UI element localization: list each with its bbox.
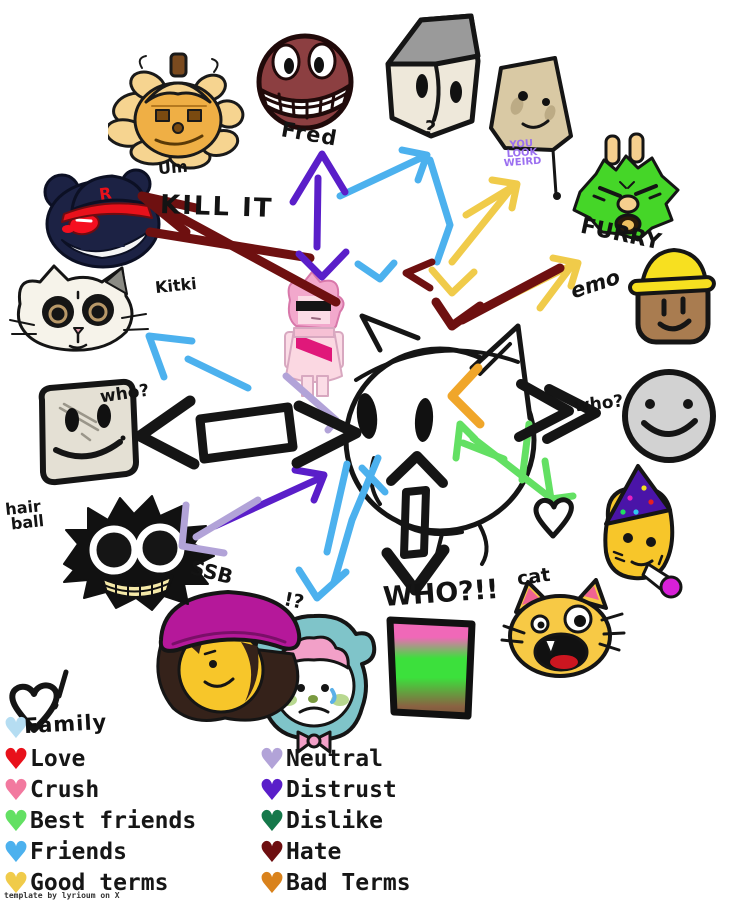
cat-character	[500, 578, 626, 678]
legend-row-love: ♥ Love	[2, 743, 196, 774]
legend-right-column: ♥ Neutral ♥ Distrust ♥ Dislike ♥ Hate ♥ …	[258, 743, 411, 898]
who-flag	[386, 616, 476, 720]
who-gray-circle-character	[622, 369, 716, 463]
dislike-heart-icon: ♥	[259, 803, 285, 838]
legend-row-friends: ♥ Friends	[2, 836, 196, 867]
neutral-heart-icon: ♥	[259, 741, 285, 776]
legend-row-neutral: ♥ Neutral	[258, 743, 411, 774]
legend-left-column: ♥ Family ♥ Love ♥ Crush ♥ Best friends ♥…	[2, 709, 196, 898]
party-character	[603, 464, 683, 599]
legend-label-good-terms: Good terms	[30, 869, 169, 896]
killit-bear-character: R	[43, 168, 161, 269]
legend-row-best-friends: ♥ Best friends	[2, 805, 196, 836]
label-emo: emo	[567, 264, 624, 304]
label-kitki: Kitki	[154, 273, 198, 298]
legend-label-distrust: Distrust	[286, 776, 397, 803]
emo-hardhat-character	[628, 248, 716, 345]
furry-dragon-character	[572, 132, 680, 242]
crush-heart-icon: ♥	[3, 772, 29, 807]
legend-label-dislike: Dislike	[286, 807, 383, 834]
legend-label-bad-terms: Bad Terms	[286, 869, 411, 896]
pink-doll-character	[284, 271, 345, 397]
legend-label-friends: Friends	[30, 838, 127, 865]
legend-row-distrust: ♥ Distrust	[258, 774, 411, 805]
legend-row-crush: ♥ Crush	[2, 774, 196, 805]
good-terms-heart-icon: ♥	[3, 865, 29, 900]
bluebear-character	[253, 613, 377, 754]
label-killit: KILL IT	[159, 190, 274, 224]
question-character	[385, 13, 481, 139]
legend-label-crush: Crush	[30, 776, 100, 803]
bad-terms-heart-icon: ♥	[259, 865, 285, 900]
hairball-character	[63, 495, 215, 611]
ssb-character	[156, 590, 302, 722]
legend-label-love: Love	[30, 745, 86, 772]
legend-row-dislike: ♥ Dislike	[258, 805, 411, 836]
label-who-flag: WHO?!!	[382, 574, 500, 613]
hate-heart-icon: ♥	[259, 834, 285, 869]
label-who-right: who?	[573, 391, 625, 417]
exclaim-sketch-icon	[52, 669, 69, 710]
legend-label-family: Family	[23, 709, 108, 738]
cap-letter: R	[98, 183, 113, 204]
center-sketch-character	[343, 313, 537, 568]
template-credit: template by lyrioum on X	[4, 891, 120, 900]
legend-row-hate: ♥ Hate	[258, 836, 411, 867]
legend-row-family: ♥ Family	[2, 709, 196, 743]
legend-row-good-terms: ♥ Good terms	[2, 867, 196, 898]
legend-label-neutral: Neutral	[286, 745, 383, 772]
label-cat: cat	[515, 563, 552, 591]
distrust-heart-icon: ♥	[259, 772, 285, 807]
love-heart-icon: ♥	[3, 741, 29, 776]
um-character	[108, 52, 245, 170]
friends-heart-icon: ♥	[3, 834, 29, 869]
best-friends-heart-icon: ♥	[3, 803, 29, 838]
weird-character	[489, 56, 573, 200]
legend-label-hate: Hate	[286, 838, 342, 865]
fred-character	[256, 33, 354, 131]
legend-label-best-friends: Best friends	[30, 807, 197, 834]
label-um: Um	[157, 156, 189, 179]
good-terms-arrows	[428, 176, 582, 322]
kitki-cat-character	[9, 264, 149, 352]
legend-row-bad-terms: ♥ Bad Terms	[258, 867, 411, 898]
